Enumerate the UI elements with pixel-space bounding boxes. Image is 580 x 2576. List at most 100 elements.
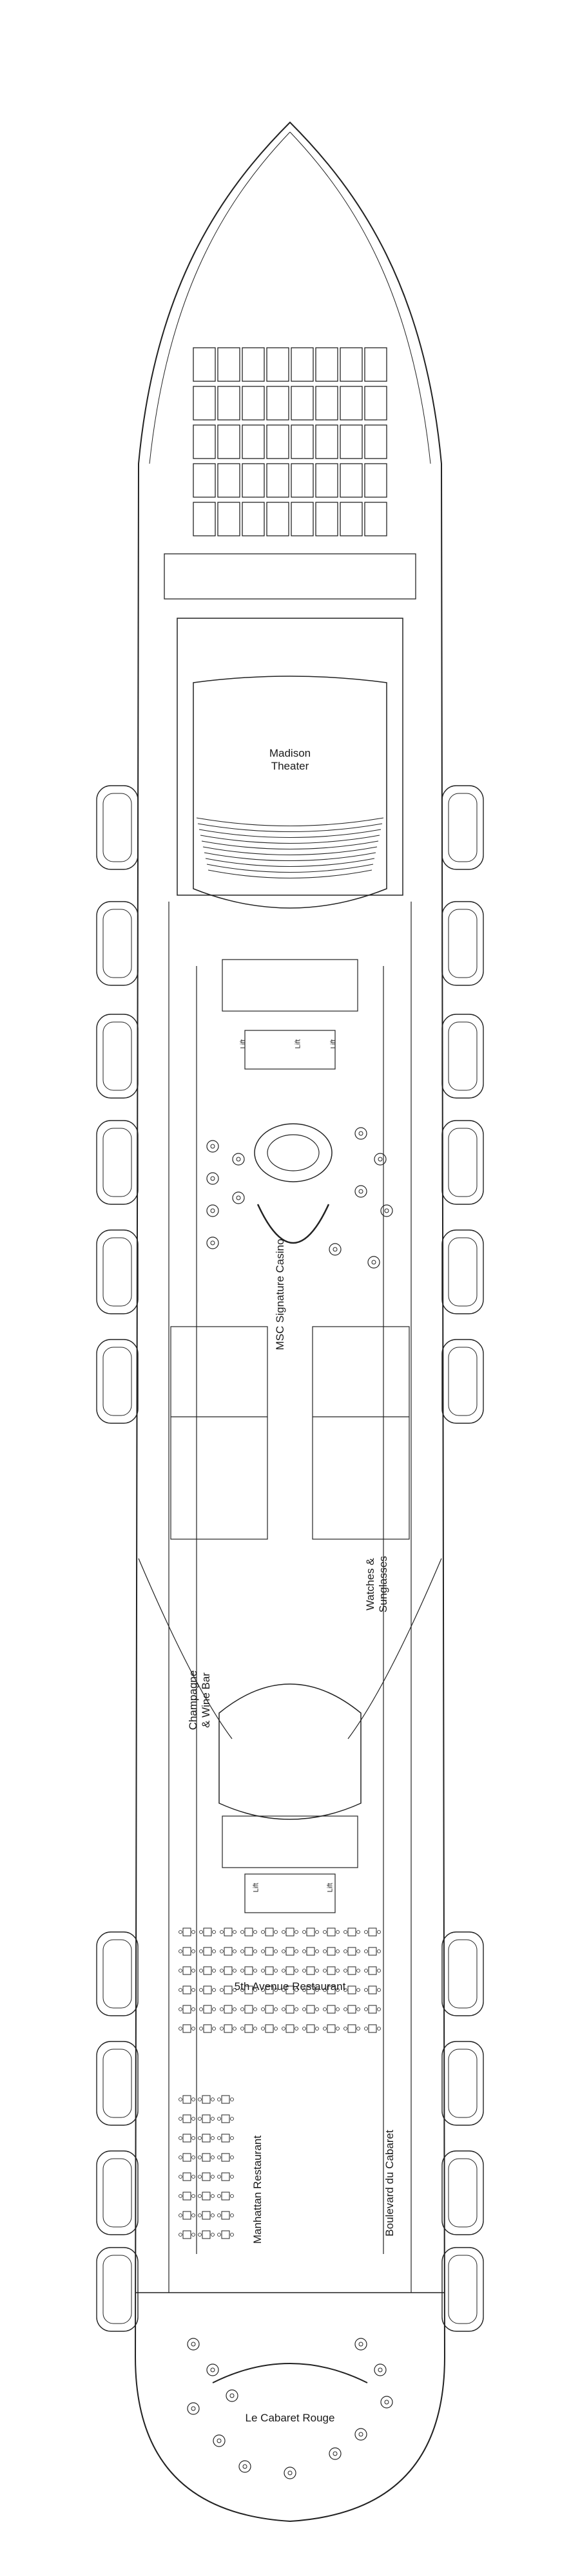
restaurant-table [220,1966,237,1975]
madison-theater-line2: Theater [271,760,309,772]
casino-table [232,1191,245,1204]
restaurant-table [261,2024,278,2033]
bow-cabin [315,347,338,382]
lifeboat-inner [448,1347,478,1416]
restaurant-table [179,2134,195,2143]
bow-cabin [193,386,216,421]
cabaret-seat [187,2402,200,2415]
restaurant-table [261,2005,278,2014]
lifeboat-inner [102,1237,132,1307]
restaurant-table [240,2005,257,2014]
bow-cabin [315,424,338,459]
bow-cabin [266,424,289,459]
restaurant-table [220,1927,237,1937]
lifeboat-inner [448,793,478,862]
restaurant-table [198,2192,215,2201]
lifeboat-inner [102,1128,132,1197]
champagne-line2: & Wine Bar [200,1672,212,1728]
bow-cabin [266,502,289,536]
le-cabaret-rouge-label: Le Cabaret Rouge [245,2412,335,2424]
restaurant-table [217,2095,234,2104]
restaurant-table [179,2095,195,2104]
lifeboat-icon [441,1014,484,1099]
restaurant-table [282,1947,298,1956]
bow-cabin [242,424,265,459]
cabaret-seat [354,2338,367,2351]
casino-table [206,1140,219,1153]
lifeboat-inner [102,1347,132,1416]
madison-theater [177,618,403,909]
bow-cabin [315,386,338,421]
restaurant-table [217,2114,234,2123]
cabaret-seat [329,2447,342,2460]
cabaret-area [135,2292,445,2479]
bow-cabin [242,502,265,536]
restaurant-table [199,1927,216,1937]
lift-label-3: Lift [329,1039,338,1049]
restaurant-table [302,2024,319,2033]
restaurant-table [364,2005,381,2014]
restaurant-table [198,2211,215,2220]
restaurant-table [199,1985,216,1994]
restaurant-table [261,1947,278,1956]
casino-table [354,1185,367,1198]
restaurant-table [323,1966,340,1975]
bow-cabin [291,502,314,536]
restaurant-table [343,1927,360,1937]
restaurant-table [217,2211,234,2220]
restaurant-table [179,1947,195,1956]
restaurant-table [302,1927,319,1937]
lifeboat-inner [448,2255,478,2324]
bow-cabin [217,463,240,498]
bow-cabin [242,347,265,382]
casino-table [367,1256,380,1269]
bow-cabin [266,347,289,382]
casino-area [206,1123,393,1269]
restaurant-table [198,2095,215,2104]
lift-banks [222,959,358,1913]
restaurant-table [199,2005,216,2014]
bow-cabin [291,347,314,382]
cabaret-seat [206,2363,219,2376]
lifeboat-inner [102,2049,132,2118]
manhattan-restaurant-label: Manhattan Restaurant [251,2135,264,2244]
bow-cabin [266,463,289,498]
casino-table [354,1127,367,1140]
restaurant-table [364,1947,381,1956]
theater-seat-row [208,869,372,879]
cabaret-seat [187,2338,200,2351]
bow-cabin [291,463,314,498]
bow-cabin [242,386,265,421]
bow-cabin [364,347,387,382]
restaurant-table [179,2114,195,2123]
lifeboat-icon [441,1120,484,1205]
restaurant-table [220,2005,237,2014]
restaurant-table [282,2005,298,2014]
bow-cabin [217,386,240,421]
lifeboat-icon [441,1229,484,1314]
theater-seat-row [198,829,382,838]
lifeboat-inner [448,1128,478,1197]
bow-cabin [364,502,387,536]
bow-cabin [340,502,363,536]
madison-theater-line1: Madison [269,747,311,759]
lifeboat-inner [448,1237,478,1307]
bow-cabin [315,463,338,498]
theater-seat-row [200,835,380,844]
cabaret-seat [374,2363,387,2376]
restaurant-table [179,1966,195,1975]
casino-table [206,1236,219,1249]
restaurant-table [220,2024,237,2033]
restaurant-table [364,1985,381,1994]
atrium [138,1558,442,1820]
restaurant-table [179,1927,195,1937]
restaurant-table [220,1947,237,1956]
bow-cabin [217,424,240,459]
lifeboat-icon [96,1014,139,1099]
lifeboat-icon [96,1339,139,1424]
lifeboat-icon [96,1120,139,1205]
lifeboat-inner [102,2255,132,2324]
restaurant-table [282,2024,298,2033]
restaurant-table [364,1966,381,1975]
lift-label-1: Lift [239,1039,247,1049]
